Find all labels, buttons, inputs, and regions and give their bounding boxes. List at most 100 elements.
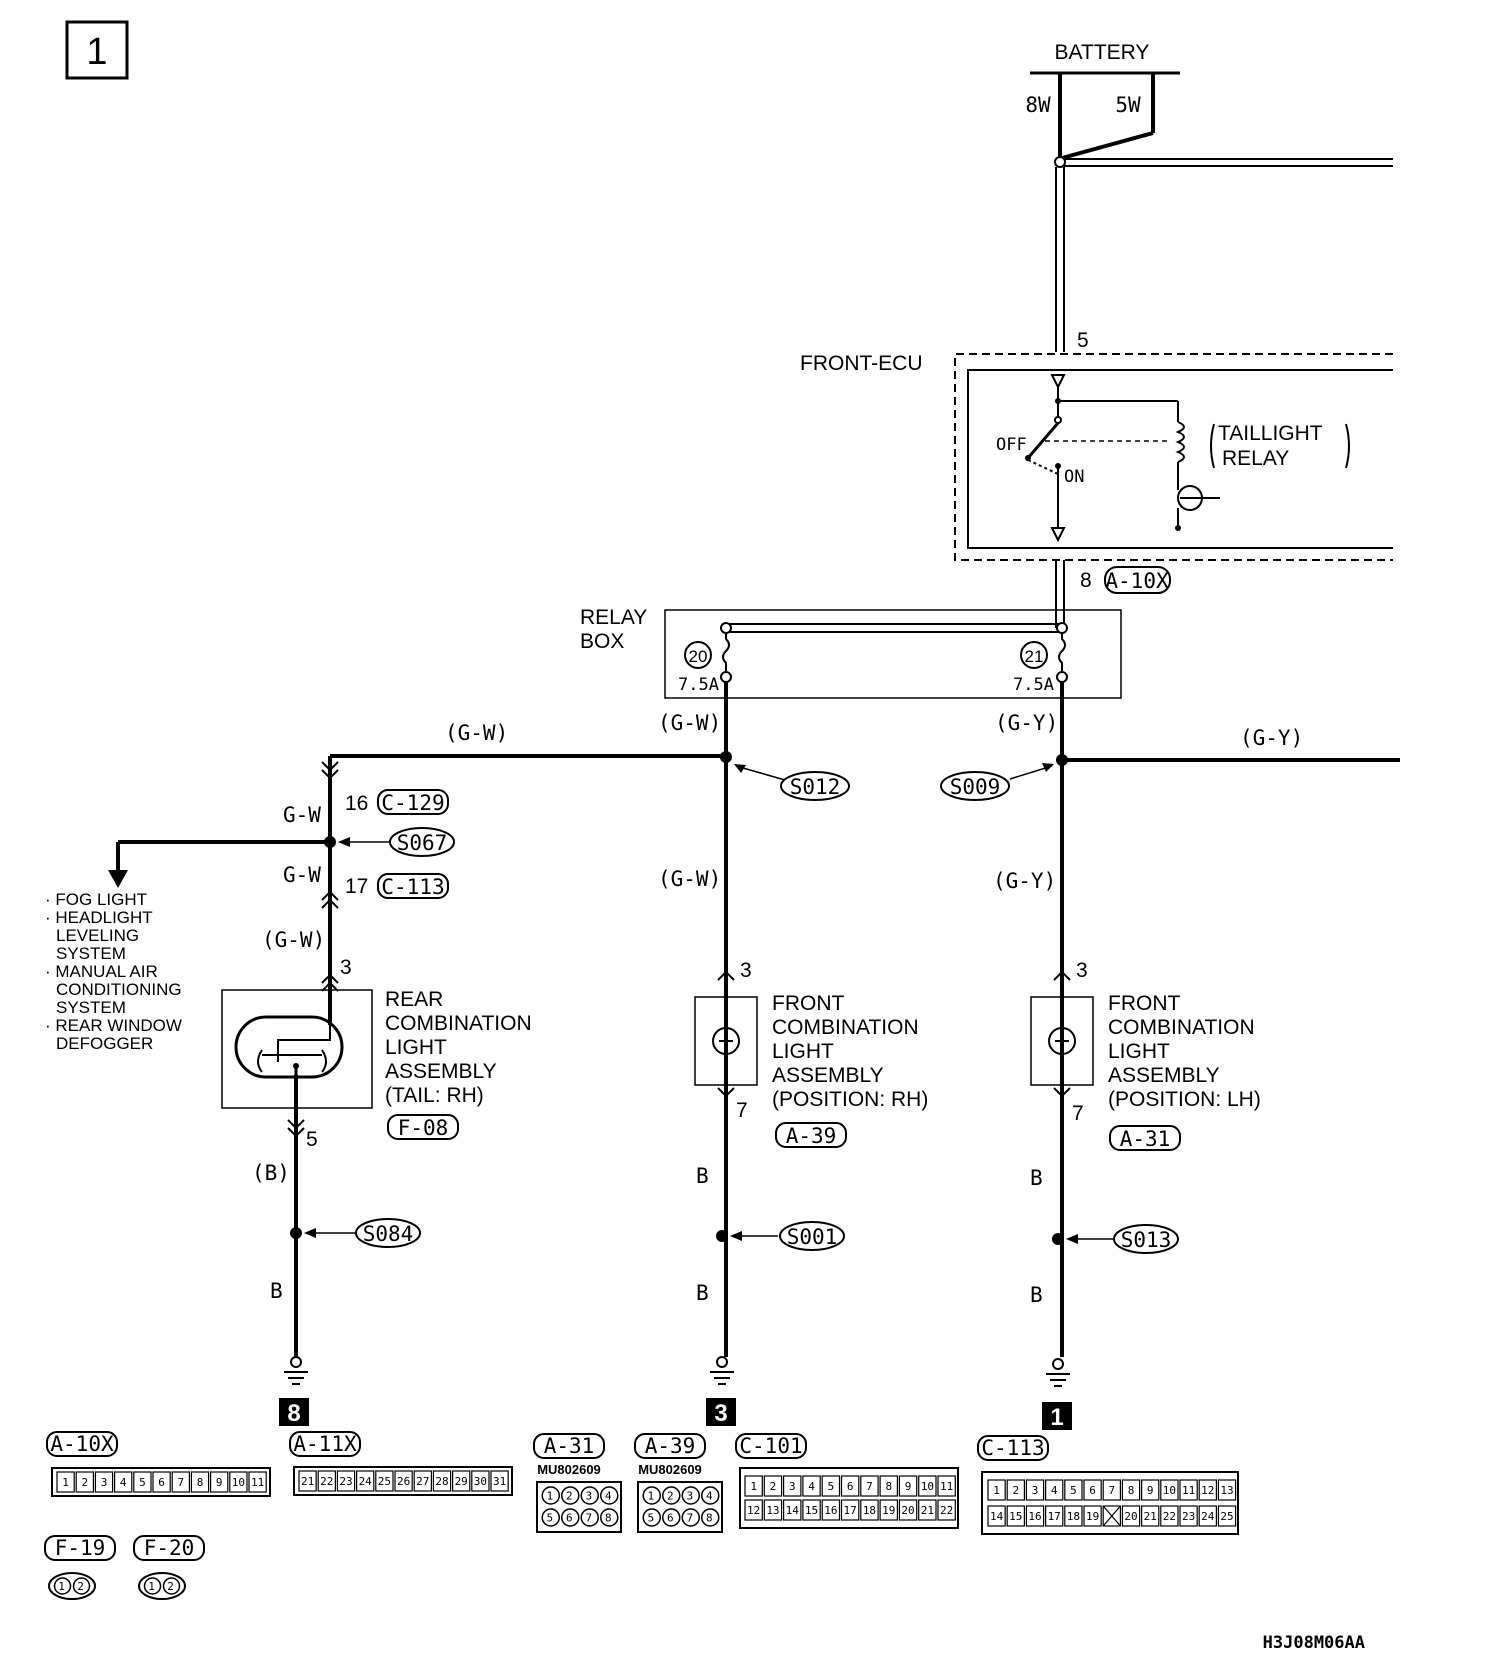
front-rh-label: FRONT [772,992,844,1015]
connector-pin [1198,1479,1217,1501]
wire-label: (G-W) [658,867,721,891]
connector-pin [898,1475,918,1497]
connector-pin-number: 5 [828,1480,835,1493]
battery-label: BATTERY [1055,41,1150,64]
branch-item: · FOG LIGHT [45,890,147,909]
connector-pin [1083,1505,1102,1527]
connector-pin [72,1577,91,1595]
connector-pin-number: 9 [216,1476,223,1489]
connector-pin [642,1486,661,1505]
connector-pin-number: 3 [789,1480,796,1493]
branch-item: · REAR WINDOW [45,1016,182,1035]
connector-pin [541,1486,560,1505]
connector-pin [561,1508,580,1527]
c113-id: C-113 [381,875,444,899]
connector-pin [918,1475,937,1497]
connector-pin-number: 1 [546,1490,553,1503]
connector-pin [1160,1505,1179,1527]
connector-pin [937,1475,956,1497]
connector-pin [471,1470,490,1492]
connector-pin [171,1471,190,1493]
connector-pin [840,1499,860,1521]
connector-pin-number: 7 [585,1512,592,1525]
connector-pin [229,1471,248,1493]
c129-id: C-129 [381,791,444,815]
front-lh-label: ASSEMBLY [1108,1064,1220,1087]
battery: BATTERY 8W 5W 5 [1025,41,1393,352]
connector-pin-number: 13 [766,1504,779,1517]
connector-pin-number: 7 [686,1512,693,1525]
connector-pin-number: 8 [1128,1484,1135,1497]
front-lh-connector: A-31 [1120,1127,1171,1151]
fuse-20-number: 20 [689,647,708,666]
connector-pin [1179,1479,1198,1501]
connector-pin [580,1508,599,1527]
connector-pin-number: 14 [786,1504,800,1517]
connector-a10x-id: A-10X [50,1432,114,1456]
front-lh-label: LIGHT [1108,1040,1170,1063]
connector-pin-number: 6 [158,1476,165,1489]
connector-pin [681,1508,700,1527]
front-lh-label: COMBINATION [1108,1016,1255,1039]
connector-pin-number: 24 [359,1475,373,1488]
connector-pin-number: 6 [1089,1484,1096,1497]
splice-s009: S009 [950,775,1001,799]
connector-pin-number: 1 [993,1484,1000,1497]
connector-pin-number: 6 [667,1512,674,1525]
ecu-output-pin: 8 [1080,569,1092,592]
connector-pin [802,1499,821,1521]
ecu-output: 8 A-10X [1055,560,1171,628]
connector-pin [143,1577,162,1595]
connector-pin-number: 4 [706,1490,713,1503]
connector-pin-number: 11 [940,1480,953,1493]
connector-pin-empty [1102,1505,1121,1527]
wire-labels: (G-W) (G-W) (G-Y) (G-Y) G-W G-W (G-W) (G… [252,711,1303,1307]
connector-pin [580,1486,599,1505]
splice-s001: S001 [787,1225,838,1249]
connector-pin [375,1470,394,1492]
ecu-input-pin: 5 [1077,329,1089,352]
connector-pin-number: 1 [647,1490,654,1503]
splice-s013: S013 [1121,1228,1172,1252]
connector-pin-number: 10 [921,1480,934,1493]
front-rh-label: (POSITION: RH) [772,1088,928,1111]
connector-pin [600,1486,619,1505]
connector-pin-number: 5 [546,1512,553,1525]
inline-connectors: 16 C-129 17 C-113 [345,789,449,899]
connector-pin [1025,1505,1045,1527]
wire-label: (B) [252,1161,290,1185]
connector-pin-number: 22 [940,1504,953,1517]
connector-pin [782,1499,802,1521]
connector-pin [1217,1505,1237,1527]
branch-item: CONDITIONING [56,980,182,999]
connector-pin [840,1475,860,1497]
connector-pin-number: 5 [139,1476,146,1489]
connector-pin [987,1479,1006,1501]
branch-item: DEFOGGER [56,1034,153,1053]
ground-numbers: 8 3 1 [279,1398,1072,1431]
connector-pin-number: 2 [566,1490,573,1503]
ecu-connector-a10x: A-10X [1105,569,1169,593]
connector-pin-number: 3 [1032,1484,1039,1497]
connector-pin [113,1471,133,1493]
ground-symbol [284,1356,308,1385]
connector-pin-number: 1 [58,1580,65,1593]
connector-pin-number: 31 [493,1475,506,1488]
connector-pin [681,1486,700,1505]
relay-box-label-1: RELAY [580,606,647,629]
connector-pin [541,1508,560,1527]
fuse-20-rating: 7.5A [678,675,719,695]
connector-pin-number: 7 [866,1480,873,1493]
connector-f20-id: F-20 [144,1536,195,1560]
relay-label-2: RELAY [1222,447,1289,470]
connector-pin-number: 3 [585,1490,592,1503]
connector-pin [133,1471,152,1493]
connector-pin-number: 21 [1144,1510,1157,1523]
connector-pin [1044,1479,1064,1501]
connector-pin-number: 22 [320,1475,333,1488]
connector-pin-number: 10 [232,1476,245,1489]
connector-pin [190,1471,210,1493]
front-rh-pin-out: 7 [736,1099,748,1122]
connector-c113-id: C-113 [981,1436,1044,1460]
